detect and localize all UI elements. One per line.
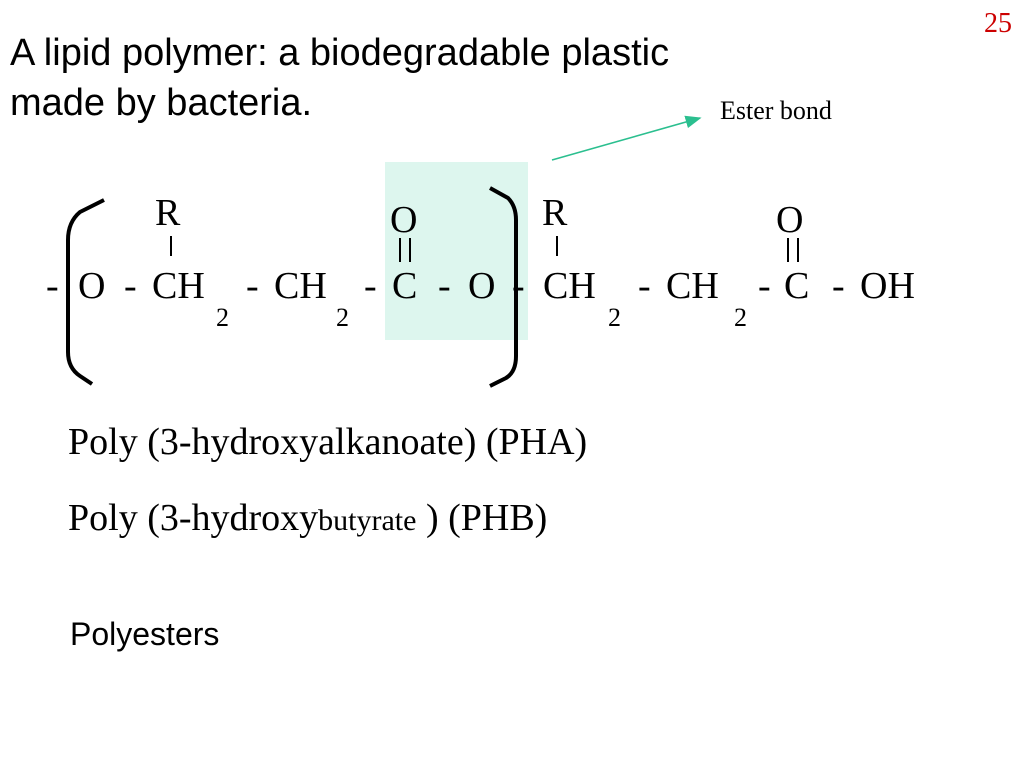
chain-dash-1: - xyxy=(124,265,137,307)
chain-ch-2: CH xyxy=(274,265,327,307)
title-line-2: made by bacteria. xyxy=(10,82,313,124)
chain-carbon-1: C xyxy=(392,265,417,307)
chain-dash-5: - xyxy=(512,265,525,307)
chain-dash-8: - xyxy=(832,265,845,307)
ester-bond-highlight xyxy=(385,162,528,340)
slide-number: 25 xyxy=(984,8,1012,39)
chain-carbon-2: C xyxy=(784,265,809,307)
right-bracket xyxy=(489,186,518,388)
chain-sub-3: 2 xyxy=(608,303,621,332)
phb-name: Poly (3-hydroxybutyrate ) (PHB) xyxy=(68,496,547,540)
chain-dash-6: - xyxy=(638,265,651,307)
chain-dash-2: - xyxy=(246,265,259,307)
ester-bond-arrow xyxy=(551,115,702,161)
chain-ch-4: CH xyxy=(666,265,719,307)
chain-sub-2: 2 xyxy=(336,303,349,332)
r-group-1: R xyxy=(155,192,181,234)
left-bracket xyxy=(66,198,105,386)
chain-oxygen-2: O xyxy=(468,265,495,307)
chain-dash-4: - xyxy=(438,265,451,307)
chain-dash-3: - xyxy=(364,265,377,307)
phb-name-part-2: butyrate xyxy=(318,504,417,537)
carbonyl-oxygen-1: O xyxy=(390,199,417,241)
chain-sub-1: 2 xyxy=(216,303,229,332)
ester-bond-label: Ester bond xyxy=(720,96,832,125)
chain-dash-0: - xyxy=(46,265,59,307)
chain-ch-3: CH xyxy=(543,265,596,307)
phb-name-part-3: ) (PHB) xyxy=(416,497,548,539)
chain-dash-7: - xyxy=(758,265,771,307)
chain-oxygen-1: O xyxy=(78,265,105,307)
polyesters-label: Polyesters xyxy=(70,616,220,652)
title-line-1: A lipid polymer: a biodegradable plastic xyxy=(10,32,670,74)
chain-ch-1: CH xyxy=(152,265,205,307)
chain-sub-4: 2 xyxy=(734,303,747,332)
chain-hydroxyl: OH xyxy=(860,265,915,307)
carbonyl-oxygen-2: O xyxy=(776,199,803,241)
phb-name-part-1: Poly (3-hydroxy xyxy=(68,497,319,539)
slide-title: A lipid polymer: a biodegradable plastic… xyxy=(10,28,910,128)
r-group-2: R xyxy=(542,192,568,234)
pha-name: Poly (3-hydroxyalkanoate) (PHA) xyxy=(68,421,588,463)
